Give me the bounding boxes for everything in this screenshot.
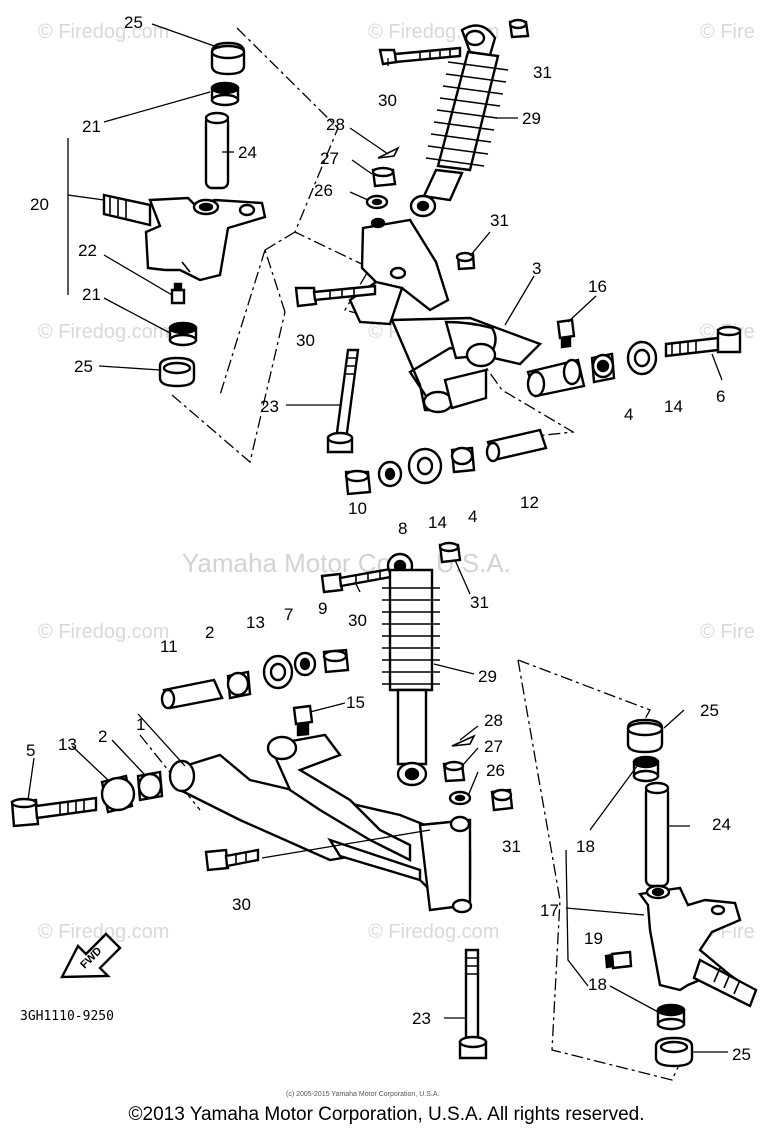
watermark-text: © Firedog.com bbox=[38, 921, 169, 943]
part-label: 18 bbox=[576, 837, 595, 856]
part-label: 30 bbox=[378, 91, 397, 110]
part-label: 28 bbox=[326, 115, 345, 134]
lower-right-knuckle-group bbox=[604, 718, 758, 1068]
lower-bolt-30 bbox=[204, 848, 260, 872]
diagram-code: 3GH1110-9250 bbox=[20, 1009, 114, 1024]
fine-print: (c) 2005-2015 Yamaha Motor Corporation, … bbox=[286, 1091, 439, 1098]
upper-right-bushings bbox=[590, 325, 742, 384]
fwd-arrow-icon: FWD bbox=[60, 932, 122, 979]
upper-bolts bbox=[294, 18, 530, 308]
watermark-text: © Firedog.com bbox=[38, 321, 169, 343]
watermark-text: © Fire bbox=[700, 621, 755, 643]
upper-a-arm-3 bbox=[348, 217, 586, 414]
part-labels-lower: 30 31 11 2 13 7 9 29 15 1 5 13 2 28 27 2… bbox=[26, 593, 751, 1064]
copyright-notice: ©2013 Yamaha Motor Corporation, U.S.A. A… bbox=[128, 1104, 645, 1125]
upper-left-knuckle-group bbox=[102, 41, 267, 388]
part-label: 30 bbox=[348, 611, 367, 630]
part-label: 28 bbox=[484, 711, 503, 730]
dust-cap-25 bbox=[210, 41, 246, 76]
part-label: 2 bbox=[98, 727, 107, 746]
part-label: 20 bbox=[30, 195, 49, 214]
part-label: 12 bbox=[520, 493, 539, 512]
watermark-text: © Firedog.com bbox=[368, 921, 499, 943]
upper-assembly-outline bbox=[171, 27, 576, 464]
bushing-21 bbox=[210, 81, 240, 107]
part-label: 30 bbox=[296, 331, 315, 350]
leader-lines bbox=[27, 23, 728, 1053]
part-label: 31 bbox=[470, 593, 489, 612]
part-label: 29 bbox=[478, 667, 497, 686]
upper-small-hardware bbox=[365, 146, 400, 210]
part-label: 25 bbox=[732, 1045, 751, 1064]
lower-left-bolt-group bbox=[10, 770, 164, 828]
lower-shock-29 bbox=[382, 552, 440, 787]
kingpin-24 bbox=[204, 111, 230, 190]
part-label: 9 bbox=[318, 599, 327, 618]
bushing-21-lower bbox=[168, 321, 198, 347]
part-label: 25 bbox=[700, 701, 719, 720]
part-label: 19 bbox=[584, 929, 603, 948]
part-label: 3 bbox=[532, 259, 541, 278]
part-label: 13 bbox=[246, 613, 265, 632]
part-label: 25 bbox=[74, 357, 93, 376]
part-label: 26 bbox=[486, 761, 505, 780]
part-label: 21 bbox=[82, 285, 101, 304]
part-label: 13 bbox=[58, 735, 77, 754]
grease-nipple-15 bbox=[292, 704, 314, 737]
part-label: 4 bbox=[624, 405, 633, 424]
part-label: 14 bbox=[428, 513, 447, 532]
part-label: 27 bbox=[320, 149, 339, 168]
part-label: 2 bbox=[205, 623, 214, 642]
lower-small-hardware bbox=[442, 734, 514, 812]
part-label: 11 bbox=[160, 637, 178, 656]
upper-lower-row-parts bbox=[344, 428, 548, 496]
watermarks: © Firedog.com © Firedog.com © Fire © Fir… bbox=[38, 21, 755, 943]
part-label: 10 bbox=[348, 499, 367, 518]
part-label: 7 bbox=[284, 605, 293, 624]
part-label: 25 bbox=[124, 13, 143, 32]
part-label: 23 bbox=[260, 397, 279, 416]
part-label: 22 bbox=[78, 241, 97, 260]
lower-bushing-row bbox=[160, 648, 350, 710]
part-label: 26 bbox=[314, 181, 333, 200]
part-label: 23 bbox=[412, 1009, 431, 1028]
grease-nipple-22 bbox=[170, 282, 186, 305]
long-bolt-23-lower bbox=[458, 948, 488, 1060]
part-label: 30 bbox=[232, 895, 251, 914]
watermark-text: © Firedog.com bbox=[38, 621, 169, 643]
part-label: 8 bbox=[398, 519, 407, 538]
part-label: 27 bbox=[484, 737, 503, 756]
part-label: 24 bbox=[238, 143, 257, 162]
part-label: 16 bbox=[588, 277, 607, 296]
part-label: 31 bbox=[502, 837, 521, 856]
part-label: 5 bbox=[26, 741, 35, 760]
part-label: 17 bbox=[540, 901, 559, 920]
part-label: 31 bbox=[490, 211, 509, 230]
part-label: 4 bbox=[468, 507, 477, 526]
grease-nipple-16 bbox=[556, 318, 576, 349]
part-label: 18 bbox=[588, 975, 607, 994]
lower-a-arm-1 bbox=[168, 733, 473, 914]
part-label: 1 bbox=[136, 715, 145, 734]
long-bolt-23-upper bbox=[326, 348, 360, 454]
part-label: 15 bbox=[346, 693, 365, 712]
part-label: 31 bbox=[533, 63, 552, 82]
part-label: 14 bbox=[664, 397, 683, 416]
watermark-text: © Fire bbox=[700, 21, 755, 43]
part-label: 21 bbox=[82, 117, 101, 136]
part-label: 24 bbox=[712, 815, 731, 834]
part-labels-upper: 25 21 24 20 22 21 25 30 31 29 28 27 26 3… bbox=[30, 13, 725, 538]
steering-knuckle-20 bbox=[102, 193, 267, 282]
upper-shock-29 bbox=[409, 24, 509, 218]
dust-cap-25-lower bbox=[158, 356, 196, 388]
part-label: 6 bbox=[716, 387, 725, 406]
watermark-text: © Firedog.com bbox=[38, 21, 169, 43]
part-label: 29 bbox=[522, 109, 541, 128]
